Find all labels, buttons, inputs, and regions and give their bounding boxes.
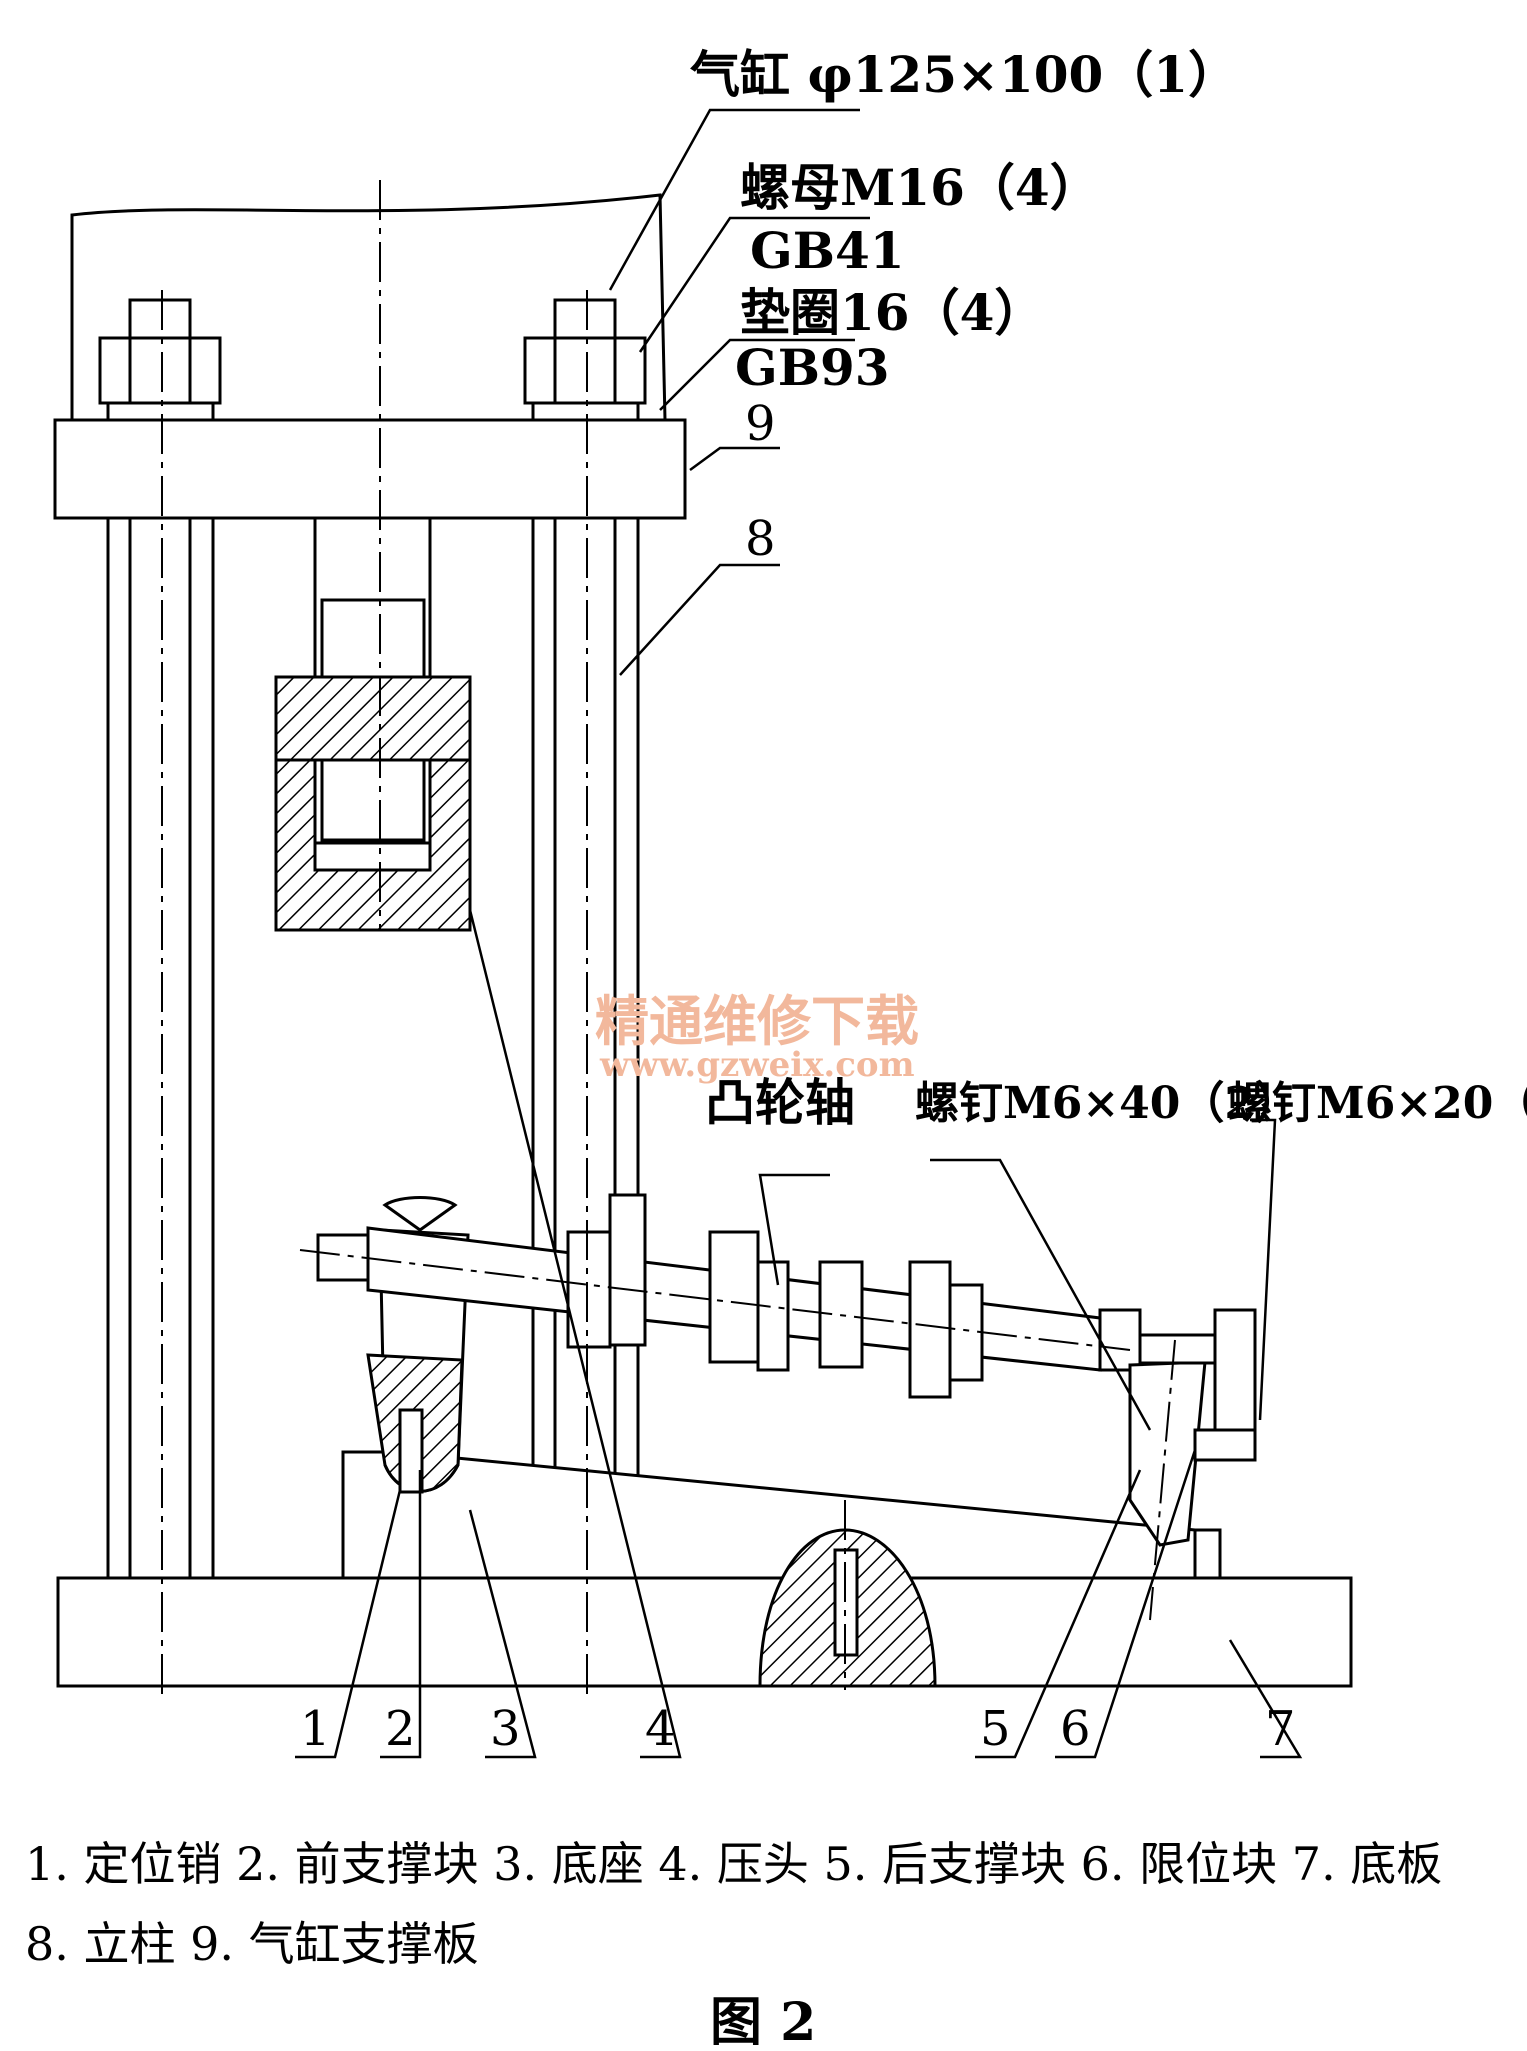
- nut-label: 螺母M16（4）: [740, 158, 1100, 217]
- camshaft-label: 凸轮轴: [705, 1073, 855, 1132]
- nut-left: [98, 298, 222, 423]
- locating-pin: [398, 1408, 424, 1494]
- part-number-3: 3: [490, 1701, 521, 1757]
- screw-20-label: 螺钉M6×20（2）: [1228, 1078, 1527, 1129]
- part-number-2: 2: [385, 1701, 416, 1757]
- watermark-title: 精通维修下载: [595, 989, 919, 1053]
- washer-standard-label: GB93: [735, 338, 890, 397]
- part-number-5: 5: [980, 1701, 1011, 1757]
- base-plate: [56, 1576, 1353, 1688]
- part-number-7: 7: [1265, 1701, 1296, 1757]
- part-number-6: 6: [1060, 1701, 1091, 1757]
- limit-block: [1213, 1308, 1257, 1432]
- legend-line-1: 1. 定位销 2. 前支撑块 3. 底座 4. 压头 5. 后支撑块 6. 限位…: [25, 1837, 1442, 1891]
- nut-standard-label: GB41: [750, 221, 905, 280]
- figure-caption: 图 2: [710, 1992, 816, 2051]
- part-number-9: 9: [745, 396, 776, 452]
- legend-line-2: 8. 立柱 9. 气缸支撑板: [25, 1917, 479, 1971]
- nut-right: [523, 298, 647, 423]
- watermark-url: www.gzweix.com: [599, 1045, 915, 1085]
- washer-label: 垫圈16（4）: [740, 283, 1044, 342]
- part-number-4: 4: [645, 1701, 676, 1757]
- leader-lines: [295, 108, 1303, 1759]
- cylinder-label: 气缸 φ125×100（1）: [690, 45, 1238, 104]
- cylinder-support-plate: [53, 418, 687, 520]
- column-left: [106, 516, 215, 1580]
- part-number-8: 8: [745, 511, 776, 567]
- part-number-1: 1: [300, 1701, 331, 1757]
- screw-40-label: 螺钉M6×40（2）: [915, 1078, 1299, 1129]
- column-right: [531, 516, 640, 1580]
